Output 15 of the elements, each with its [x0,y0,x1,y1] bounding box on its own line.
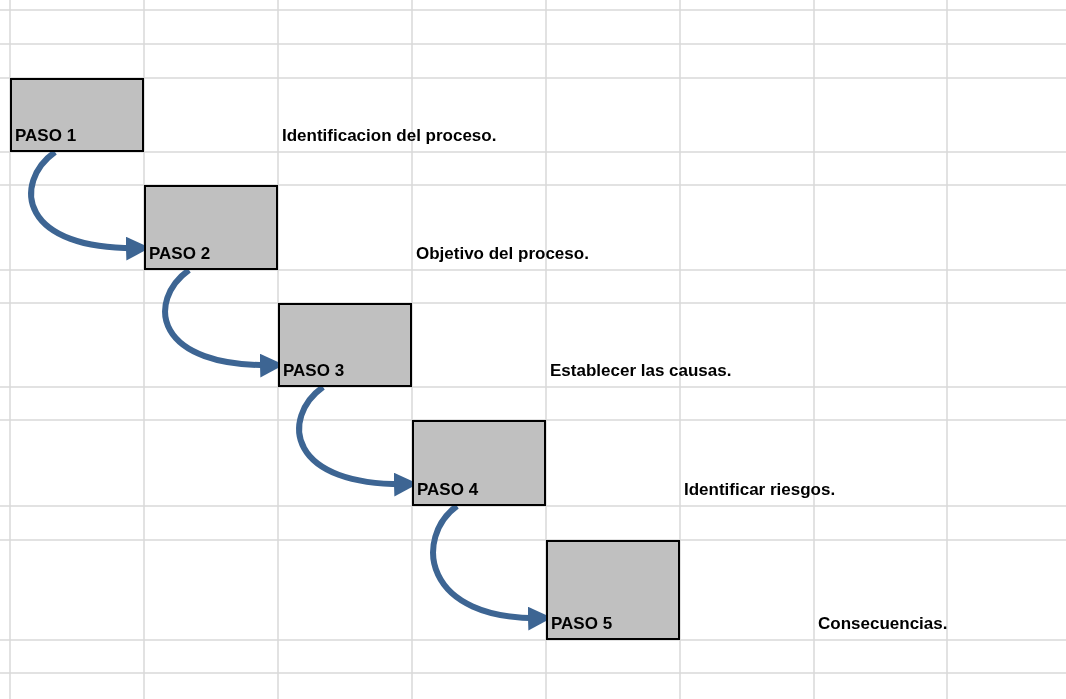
step-description: Identificacion del proceso. [282,126,497,146]
step-box [144,185,278,270]
step-label: PASO 1 [15,126,77,146]
step-description: Objetivo del proceso. [416,244,589,264]
step-label: PASO 5 [551,614,613,634]
step-label: PASO 2 [149,244,211,264]
step-description: Identificar riesgos. [684,480,836,500]
step-box [278,303,412,387]
step-description: Establecer las causas. [550,361,732,381]
step-label: PASO 3 [283,361,345,381]
step-label: PASO 4 [417,480,479,500]
step-box [546,540,680,640]
step-box [412,420,546,506]
step-box [10,78,144,152]
step-description: Consecuencias. [818,614,948,634]
